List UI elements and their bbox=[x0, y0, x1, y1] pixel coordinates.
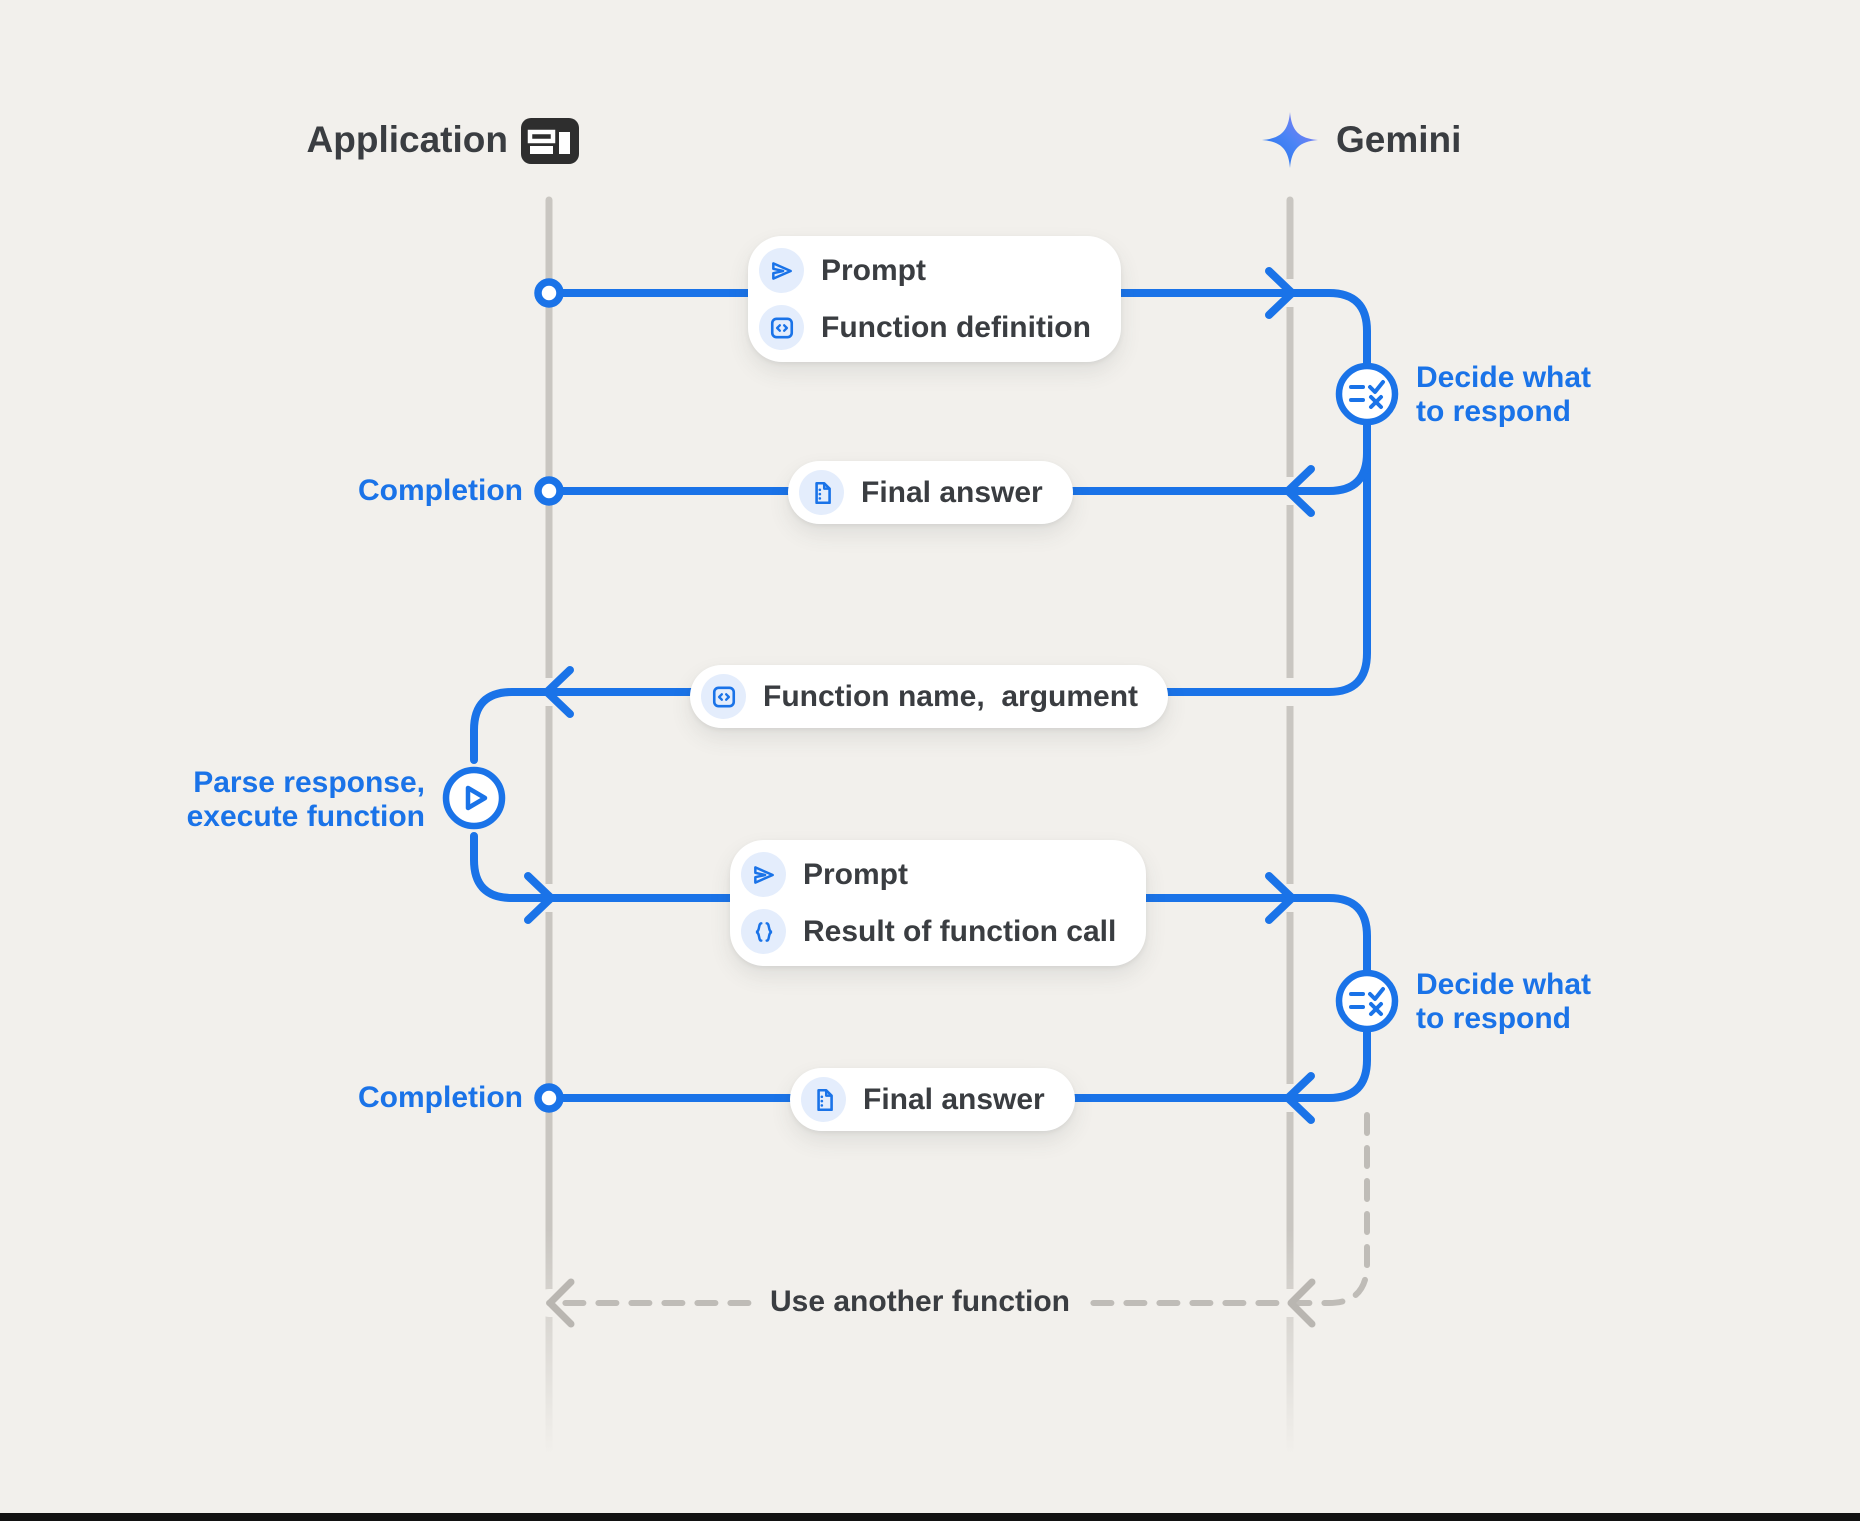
decide-label-line: to respond bbox=[1416, 1002, 1571, 1035]
gemini-sparkle-icon bbox=[1261, 111, 1319, 174]
arrowhead-left bbox=[543, 666, 574, 718]
loop-arrowhead-application bbox=[546, 1278, 575, 1328]
message-row: Final answer bbox=[799, 470, 1043, 515]
send-icon bbox=[759, 248, 804, 293]
document-icon bbox=[799, 470, 844, 515]
flow-arrowheads bbox=[524, 267, 1315, 1124]
message-row: Final answer bbox=[801, 1077, 1045, 1122]
loop-back-path bbox=[546, 1112, 1370, 1328]
curly-braces-icon bbox=[741, 909, 786, 954]
message-flow-paths bbox=[470, 289, 1371, 1102]
app-window-icon bbox=[521, 118, 579, 169]
message-label: Function name, argument bbox=[763, 679, 1139, 713]
message-row: Function name, argument bbox=[701, 674, 1138, 719]
flow-result-to-gemini bbox=[470, 832, 1371, 1102]
decide-node-2 bbox=[1335, 969, 1399, 1033]
gemini-actor-label: Gemini bbox=[1336, 119, 1462, 160]
arrowhead-right bbox=[1265, 267, 1296, 319]
message-label: Final answer bbox=[863, 1082, 1045, 1116]
message-box-function-name-argument: Function name, argument bbox=[690, 665, 1169, 728]
message-box-prompt-function-definition: Prompt Function definition bbox=[748, 236, 1121, 362]
bottom-edge-bar bbox=[0, 1513, 1860, 1521]
message-label: Prompt bbox=[821, 253, 926, 287]
document-icon bbox=[801, 1077, 846, 1122]
application-actor-label: Application bbox=[306, 119, 508, 160]
arrowhead-left bbox=[1284, 1072, 1315, 1124]
parse-execute-label: Parse response,execute function bbox=[187, 766, 425, 834]
code-brackets-icon bbox=[701, 674, 746, 719]
message-label: Final answer bbox=[861, 475, 1043, 509]
code-brackets-icon bbox=[759, 305, 804, 350]
decide-node-1 bbox=[1335, 362, 1399, 426]
message-row: Prompt bbox=[759, 248, 1091, 293]
flow-prompt-to-gemini bbox=[470, 289, 1371, 764]
arrowhead-right bbox=[1265, 872, 1296, 924]
start-node bbox=[534, 278, 564, 308]
arrowhead-right bbox=[524, 872, 555, 924]
message-row: Function definition bbox=[759, 305, 1091, 350]
message-row: Prompt bbox=[741, 852, 1116, 897]
flow-final-answer-1 bbox=[545, 449, 1371, 495]
completion-label-2: Completion bbox=[358, 1081, 523, 1114]
loop-arrowhead-gemini bbox=[1287, 1278, 1316, 1328]
message-label: Result of function call bbox=[803, 914, 1117, 948]
message-box-final-answer-1: Final answer bbox=[788, 461, 1073, 524]
send-icon bbox=[741, 852, 786, 897]
completion-node-1 bbox=[534, 476, 564, 506]
message-box-final-answer-2: Final answer bbox=[790, 1068, 1075, 1131]
completion-node-2 bbox=[534, 1083, 564, 1113]
decide-label-line: Decide what bbox=[1416, 361, 1592, 394]
decide-label-line: to respond bbox=[1416, 395, 1571, 428]
execute-function-node bbox=[442, 766, 506, 830]
parse-label-line: Parse response, bbox=[193, 766, 425, 799]
use-another-function-label: Use another function bbox=[753, 1284, 1087, 1320]
rule-decision-icon bbox=[1349, 380, 1385, 409]
play-execute-icon bbox=[465, 785, 488, 811]
message-box-prompt-result: Prompt Result of function call bbox=[730, 840, 1147, 966]
decide-label-line: Decide what bbox=[1416, 968, 1592, 1001]
connector-casings bbox=[460, 279, 1381, 1317]
arrowhead-left bbox=[1284, 465, 1315, 517]
message-label: Function definition bbox=[821, 310, 1091, 344]
rule-decision-icon bbox=[1349, 987, 1385, 1016]
parse-label-line: execute function bbox=[186, 800, 425, 833]
message-row: Result of function call bbox=[741, 909, 1116, 954]
message-label: Prompt bbox=[803, 857, 908, 891]
completion-label-1: Completion bbox=[358, 474, 523, 507]
